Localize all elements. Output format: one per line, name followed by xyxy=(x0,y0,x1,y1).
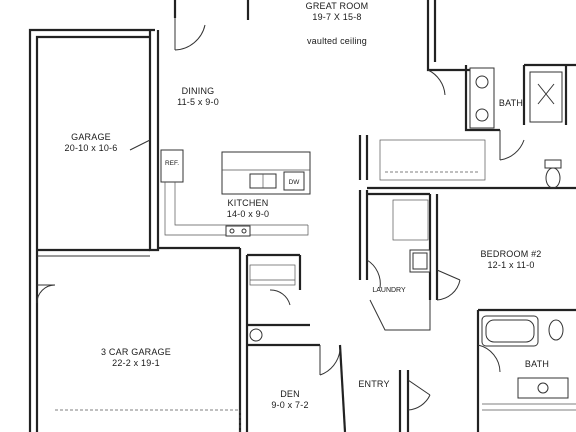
den-right-wall xyxy=(338,344,347,432)
bath-bottom-name: BATH xyxy=(525,359,549,369)
range-icon xyxy=(225,225,251,237)
sink-icon xyxy=(475,108,489,122)
closet-shelf xyxy=(379,139,486,181)
linen-closet xyxy=(392,199,429,241)
car-garage-name: 3 CAR GARAGE xyxy=(101,347,171,357)
door-swing-den xyxy=(319,345,341,376)
door-swing-dining xyxy=(174,18,206,51)
door-swing-bath-bottom xyxy=(477,344,501,373)
sink-icon xyxy=(475,75,489,89)
bath-top-left-wall xyxy=(464,65,500,132)
toilet-tank-icon xyxy=(544,159,562,169)
door-swing-entry xyxy=(407,379,431,411)
kitchen-dims: 14-0 x 9-0 xyxy=(227,209,270,219)
dining-dims: 11-5 x 9-0 xyxy=(177,97,219,107)
shower-icon xyxy=(529,71,563,123)
doors xyxy=(36,18,525,432)
door-swing-garage xyxy=(36,284,56,304)
great-room-name: GREAT ROOM xyxy=(306,1,369,11)
sink-icon xyxy=(249,328,263,342)
garage-outer-wall xyxy=(28,28,155,432)
garage-overhead-door xyxy=(55,409,241,432)
garage-dining-wall xyxy=(148,30,160,252)
counter-lines xyxy=(482,403,576,411)
kitchen-fixtures: DW REF. xyxy=(160,149,311,237)
garage-inner-wall xyxy=(35,35,150,432)
laundry-fixtures xyxy=(369,199,431,331)
bathtub-icon xyxy=(481,315,539,347)
pantry-shelf xyxy=(249,264,296,286)
refrigerator-label: REF. xyxy=(165,160,179,167)
bath-top-name: BATH xyxy=(499,98,523,108)
shower-drain-icon xyxy=(537,83,555,105)
refrigerator-icon xyxy=(160,149,184,183)
door-swing-laundry xyxy=(366,259,381,289)
garage-dims: 20-10 x 10-6 xyxy=(65,143,118,153)
kitchen-name: KITCHEN xyxy=(228,198,269,208)
den-dims: 9-0 x 7-2 xyxy=(271,400,308,410)
room-labels: GREAT ROOM 19-7 X 15-8 vaulted ceiling D… xyxy=(65,1,549,410)
bedroom2-dims: 12-1 x 11-0 xyxy=(487,260,534,270)
door-swing-great-room xyxy=(427,69,446,96)
garage-name: GARAGE xyxy=(71,132,111,142)
entry-name: ENTRY xyxy=(358,379,389,389)
great-room-note: vaulted ceiling xyxy=(307,36,367,46)
door-swing-bath-top xyxy=(499,130,525,161)
door-swing-pantry xyxy=(269,289,291,306)
great-room-dims: 19-7 X 15-8 xyxy=(312,12,361,22)
walls xyxy=(28,0,576,432)
vanity-bottom xyxy=(517,377,569,399)
bath-fixtures xyxy=(379,67,576,411)
door-swing-bedroom xyxy=(436,269,461,301)
laundry-name: LAUNDRY xyxy=(372,287,406,294)
toilet-icon xyxy=(548,319,564,341)
washer-icon xyxy=(409,249,431,273)
dishwasher-label: DW xyxy=(289,179,301,186)
door-garage-house xyxy=(129,139,151,151)
den-fixtures xyxy=(249,264,296,342)
dishwasher-icon xyxy=(283,171,305,191)
dining-name: DINING xyxy=(182,86,215,96)
laundry-counter xyxy=(369,299,431,331)
den-name: DEN xyxy=(280,389,300,399)
toilet-icon xyxy=(545,167,561,189)
car-garage-dims: 22-2 x 19-1 xyxy=(112,358,160,368)
bedroom2-name: BEDROOM #2 xyxy=(480,249,541,259)
sink-icon xyxy=(537,382,549,394)
vanity-top xyxy=(469,67,495,129)
